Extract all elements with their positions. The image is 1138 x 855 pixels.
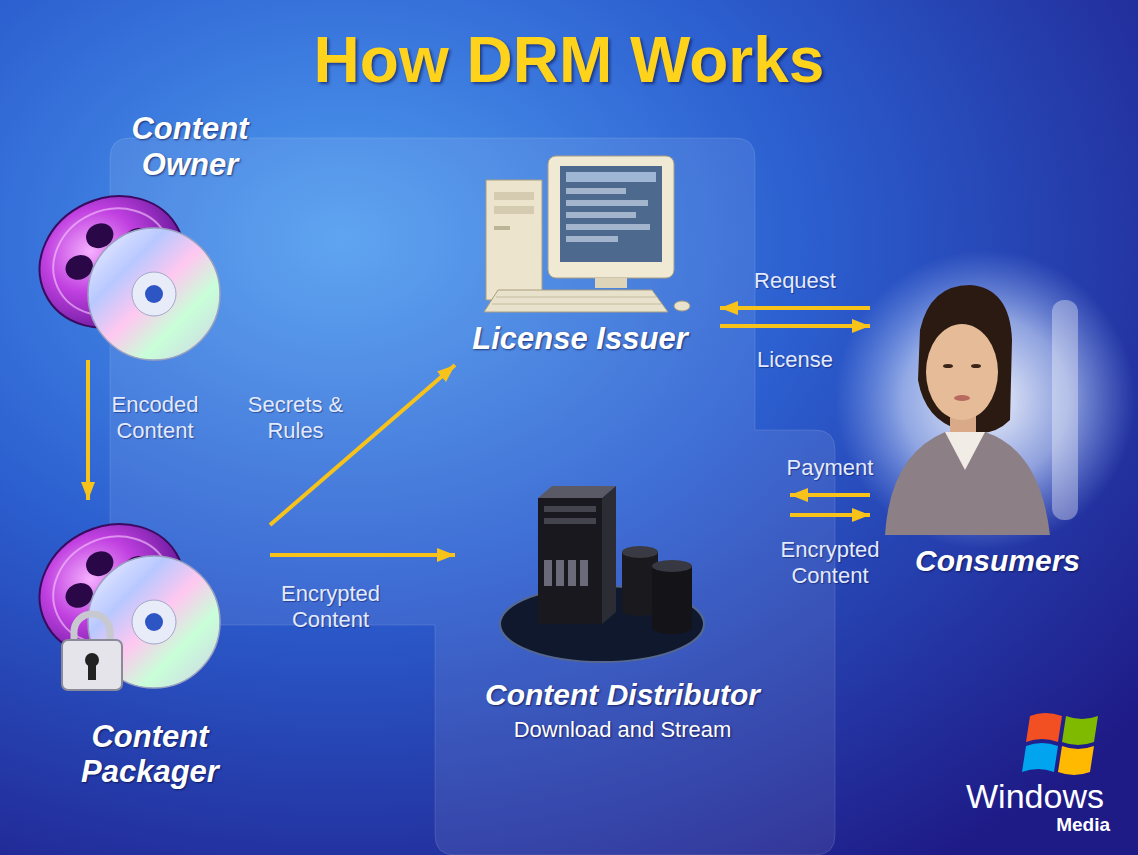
actor-node: Content DistributorDownload and Stream <box>455 470 790 750</box>
computer-icon <box>595 278 627 288</box>
actor-node: Consumers <box>870 260 1125 590</box>
node-title: Content Owner <box>105 111 275 182</box>
windows-logo <box>1022 713 1098 775</box>
server-icon <box>602 486 616 624</box>
arrow-connector <box>86 360 90 500</box>
server-icon <box>544 506 596 512</box>
windows-logo <box>1022 743 1058 772</box>
server-icon <box>652 622 692 634</box>
actor-node: Content Owner <box>40 105 340 360</box>
server-icon <box>556 560 564 586</box>
actor-node: License Issuer <box>440 140 720 365</box>
edge-label: Encrypted Content <box>266 581 396 634</box>
edge-label: Encrypted Content <box>765 537 895 590</box>
computer-icon <box>494 192 534 200</box>
consumer-photo <box>971 364 981 368</box>
server-icon <box>652 566 692 628</box>
edge-label: Request <box>735 268 855 294</box>
computer-icon <box>486 180 542 300</box>
film-reel-icon <box>18 173 220 360</box>
computer-icon <box>566 224 650 230</box>
windows-logo <box>1058 746 1094 775</box>
consumer-photo <box>926 324 998 420</box>
logo-text: Windows <box>960 778 1110 815</box>
consumer-photo <box>885 432 1050 535</box>
computer-icon <box>494 206 534 214</box>
server-icon <box>500 486 704 662</box>
arrow-connector <box>720 324 870 328</box>
computer-icon <box>560 166 662 262</box>
actor-node: Content Packager <box>30 500 270 800</box>
server-icon <box>544 560 552 586</box>
padlock-icon <box>62 640 122 690</box>
computer-icon <box>548 156 674 278</box>
windows-logo <box>1026 713 1062 742</box>
arrow-connector <box>270 365 455 525</box>
node-title: Content Packager <box>60 719 240 790</box>
computer-icon <box>566 188 626 194</box>
edge-label: Payment <box>770 455 890 481</box>
edge-label: Secrets & Rules <box>236 392 356 445</box>
server-icon <box>580 560 588 586</box>
server-icon <box>538 498 602 624</box>
node-title: License Issuer <box>472 321 687 357</box>
edge-label: License <box>735 347 855 373</box>
padlock-icon <box>62 614 122 690</box>
logo-text: Media <box>1010 815 1110 836</box>
server-icon <box>544 518 596 524</box>
computer-icon <box>566 212 636 218</box>
arrow-connector <box>790 513 870 517</box>
windows-logo <box>1062 716 1098 745</box>
computer-icon <box>484 156 690 312</box>
film-reel-icon <box>18 173 220 360</box>
server-icon <box>622 546 658 558</box>
consumer-photo <box>918 285 1012 433</box>
computer-icon <box>492 304 661 305</box>
arrow-connector <box>270 553 455 557</box>
server-icon <box>652 560 692 572</box>
node-title: Consumers <box>915 544 1080 579</box>
computer-icon <box>484 290 668 312</box>
arrow-connector <box>790 493 870 497</box>
consumer-photo <box>954 395 970 401</box>
padlock-icon <box>88 662 96 680</box>
computer-icon <box>674 301 690 311</box>
padlock-icon <box>74 614 110 642</box>
computer-icon <box>566 200 648 206</box>
consumer-photo <box>945 432 985 470</box>
consumer-photo <box>943 364 953 368</box>
arrow-connector <box>720 306 870 310</box>
consumer-photo <box>835 250 1135 550</box>
diagram-title: How DRM Works <box>0 24 1138 98</box>
background-panel <box>110 138 835 855</box>
computer-icon <box>566 172 656 182</box>
computer-icon <box>566 236 618 242</box>
computer-icon <box>494 226 510 230</box>
computer-icon <box>496 297 656 298</box>
node-subtitle: Download and Stream <box>514 717 732 742</box>
consumer-photo <box>835 250 1135 550</box>
server-icon <box>568 560 576 586</box>
consumer-photo <box>1052 300 1078 520</box>
edge-label: Encoded Content <box>95 392 215 445</box>
node-title: Content Distributor <box>485 678 760 713</box>
